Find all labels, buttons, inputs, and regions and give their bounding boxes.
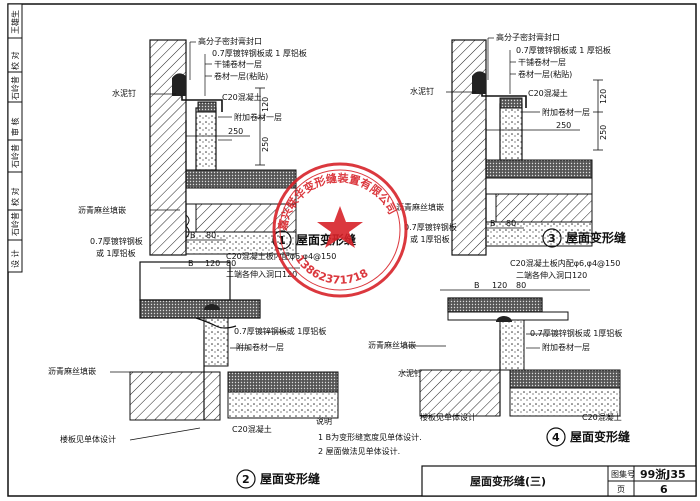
detail-1: 120 250 250 B 80 高分子密封膏封口 0.7厚镀锌钢板或 1 厚铝… bbox=[78, 36, 356, 258]
dim-80-d3: 80 bbox=[506, 219, 516, 228]
label-add-coil-d3: 附加卷材一层 bbox=[542, 107, 590, 117]
label-plate2-d1: 或 1厚铝板 bbox=[96, 248, 136, 258]
label-c20-d3: C20混凝土 bbox=[528, 88, 568, 98]
detail-4: B 120 80 C20混凝土板内配φ6,φ4@150 二端各伸入洞口120 0… bbox=[368, 258, 630, 447]
label-c20-d1: C20混凝土 bbox=[222, 92, 262, 102]
label-plate-mid-d2: 0.7厚镀锌钢板或 1厚铝板 bbox=[234, 326, 326, 336]
label-coil-glue-d3: 卷材一层(粘贴) bbox=[518, 69, 572, 79]
detail-2: 120 80 B C20混凝土板内配φ6,φ4@150 二端各伸入洞口120 0… bbox=[48, 251, 339, 489]
dim-120-d3: 120 bbox=[599, 89, 608, 104]
label-sealant-d1: 高分子密封膏封口 bbox=[198, 36, 262, 46]
atlas-label: 图集号 bbox=[611, 469, 635, 479]
label-plate-mid-d4: 0.7厚镀锌钢板或 1厚铝板 bbox=[530, 328, 622, 338]
dim-b-d2: B bbox=[188, 259, 194, 268]
label-asphalt-d1: 沥青麻丝填嵌 bbox=[78, 205, 126, 215]
label-add-coil-d1: 附加卷材一层 bbox=[234, 112, 282, 122]
dim-b-d3: B bbox=[490, 219, 496, 228]
page-label: 页 bbox=[617, 485, 625, 494]
caption-num-3: 3 bbox=[548, 232, 556, 245]
atlas-value: 99浙J35 bbox=[640, 467, 686, 481]
dim-250-h-d3: 250 bbox=[556, 121, 571, 130]
dim-120-d2: 120 bbox=[205, 259, 220, 268]
page-value: 6 bbox=[660, 483, 668, 496]
label-ends-d2: 二端各伸入洞口120 bbox=[226, 269, 297, 279]
side-cell-4: 石岭昔 bbox=[10, 144, 20, 168]
notes-item-1: 1 B为变形缝宽度见单体设计. bbox=[318, 432, 422, 442]
caption-num-1: 1 bbox=[278, 234, 286, 247]
side-cell-7: 校 对 bbox=[10, 51, 20, 70]
label-dry-coil-d1: 干铺卷材一层 bbox=[214, 59, 262, 69]
label-floor-d4: 楼板见单体设计 bbox=[420, 412, 476, 422]
side-cell-2: 石岭昔 bbox=[10, 212, 20, 236]
sheet-title: 屋面变形缝(三) bbox=[470, 474, 546, 488]
label-plate1-d3: 0.7厚镀锌钢板 bbox=[404, 222, 457, 232]
side-cell-1: 设 计 bbox=[10, 249, 20, 268]
label-plate2-d3: 或 1厚铝板 bbox=[410, 234, 450, 244]
label-sealant-d3: 高分子密封膏封口 bbox=[496, 32, 560, 42]
caption-text-2: 屋面变形缝 bbox=[260, 471, 320, 486]
label-floor-d2: 楼板见单体设计 bbox=[60, 434, 116, 444]
label-dry-coil-d3: 干铺卷材一层 bbox=[518, 57, 566, 67]
dim-250-d3: 250 bbox=[599, 125, 608, 140]
dim-b-d1: B bbox=[190, 231, 196, 240]
dim-250-h-d1: 250 bbox=[228, 127, 243, 136]
label-c20-top-d4: C20混凝土板内配φ6,φ4@150 bbox=[510, 258, 620, 268]
caption-num-4: 4 bbox=[552, 431, 560, 444]
label-add-coil-d4: 附加卷材一层 bbox=[542, 342, 590, 352]
caption-text-4: 屋面变形缝 bbox=[570, 429, 630, 444]
side-cell-5: 审 核 bbox=[10, 117, 20, 136]
label-plate1-d1: 0.7厚镀锌钢板 bbox=[90, 236, 143, 246]
label-plate-d1: 0.7厚镀锌钢板或 1 厚铝板 bbox=[212, 48, 307, 58]
label-c20-top-d2: C20混凝土板内配φ6,φ4@150 bbox=[226, 251, 336, 261]
dim-80-d1: 80 bbox=[206, 231, 216, 240]
dim-120-d1: 120 bbox=[261, 97, 270, 112]
dim-250-d1: 250 bbox=[261, 137, 270, 152]
label-asphalt-d2: 沥青麻丝填嵌 bbox=[48, 366, 96, 376]
label-ends-d4: 二端各伸入洞口120 bbox=[516, 270, 587, 280]
label-nail-d3: 水泥钉 bbox=[410, 86, 434, 96]
side-cell-3: 校 对 bbox=[10, 187, 20, 206]
caption-text-3: 屋面变形缝 bbox=[566, 230, 626, 245]
label-coil-glue-d1: 卷材一层(粘贴) bbox=[214, 71, 268, 81]
dim-80-d2: 80 bbox=[226, 259, 236, 268]
side-cell-6: 石岭昔 bbox=[10, 76, 20, 100]
label-plate-d3: 0.7厚镀锌钢板或 1 厚铝板 bbox=[516, 45, 611, 55]
label-asphalt-d4: 沥青麻丝填嵌 bbox=[368, 340, 416, 350]
dim-b-d4: B bbox=[474, 281, 480, 290]
label-add-coil-d2: 附加卷材一层 bbox=[236, 342, 284, 352]
dim-80-d4: 80 bbox=[516, 281, 526, 290]
notes-title: 说明 bbox=[316, 416, 332, 426]
label-c20-bottom-d2: C20混凝土 bbox=[232, 424, 272, 434]
notes: 说明 1 B为变形缝宽度见单体设计. 2 屋面做法见单体设计. bbox=[316, 416, 422, 456]
dim-120-d4: 120 bbox=[492, 281, 507, 290]
signature-block: 设 计 石岭昔 校 对 石岭昔 审 核 石岭昔 校 对 王雄生 bbox=[7, 3, 23, 273]
label-c20-bottom-d4: C20混凝土 bbox=[582, 412, 622, 422]
label-nail-d4: 水泥钉 bbox=[398, 368, 422, 378]
label-asphalt-d3: 沥青麻丝填嵌 bbox=[396, 202, 444, 212]
notes-item-2: 2 屋面做法见单体设计. bbox=[318, 446, 400, 456]
label-nail-d1: 水泥钉 bbox=[112, 88, 136, 98]
detail-3: 120 250 250 B 80 高分子密封膏封口 0.7厚镀锌钢板或 1 厚铝… bbox=[396, 32, 626, 256]
caption-num-2: 2 bbox=[242, 473, 250, 486]
side-cell-8: 王雄生 bbox=[10, 10, 20, 34]
title-block: 屋面变形缝(三) 图集号 99浙J35 页 6 bbox=[421, 465, 697, 497]
